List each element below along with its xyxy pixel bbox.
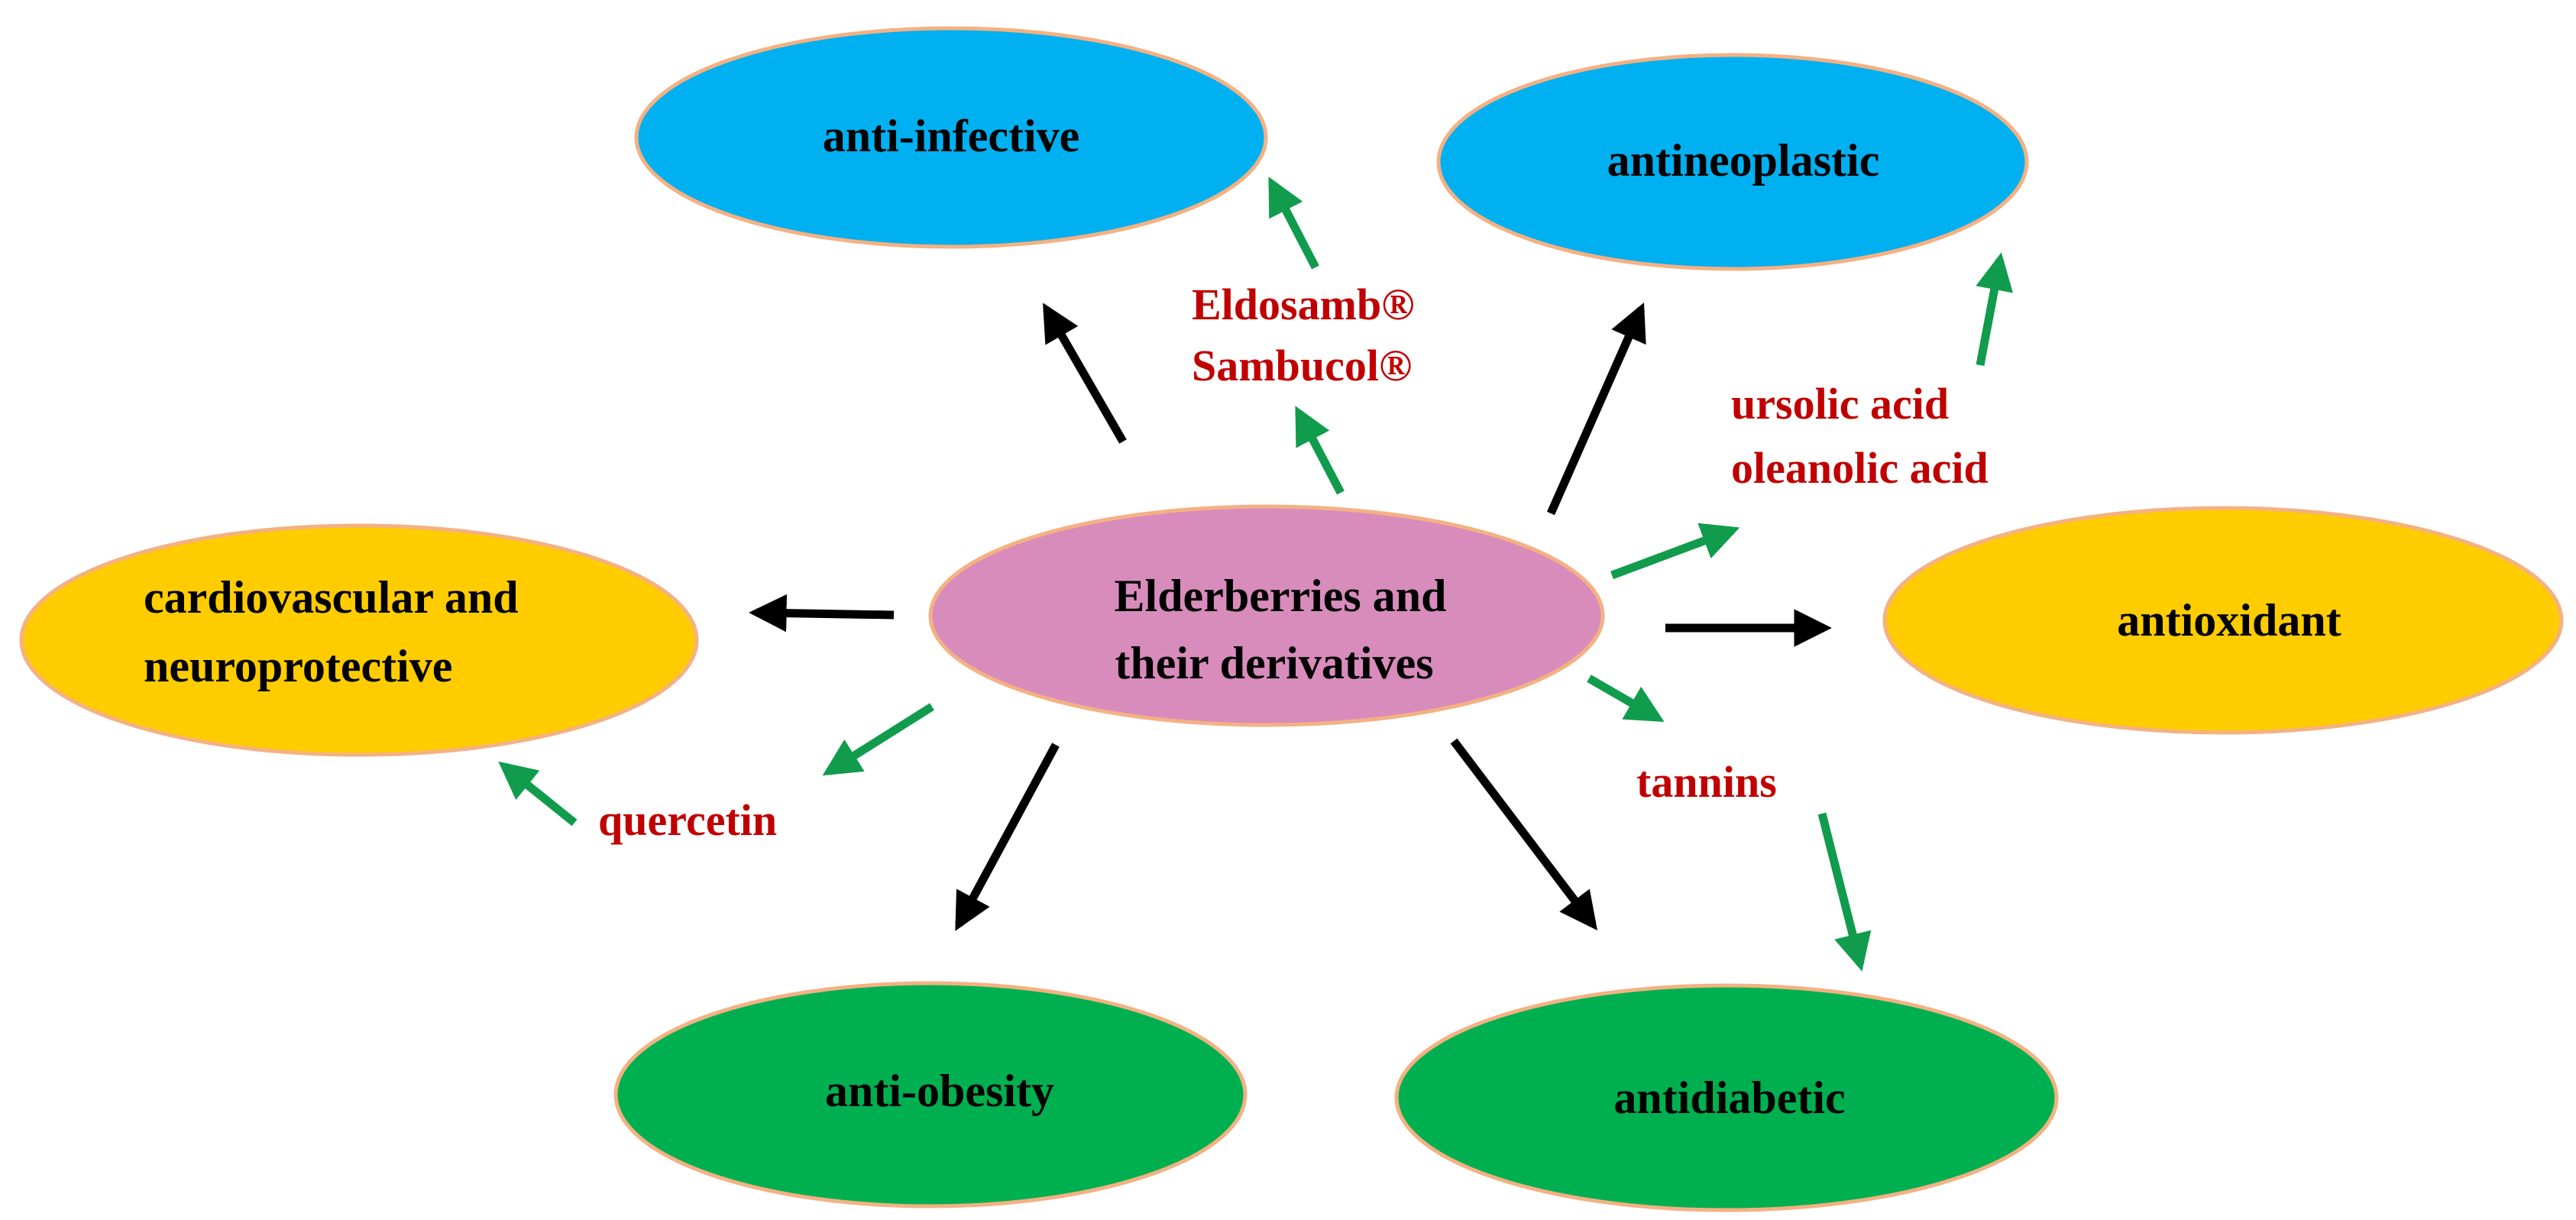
arrow-to-antineoplastic — [1546, 302, 1646, 516]
green-arrow-eldosamb-to-anti-infective — [1268, 176, 1319, 270]
center-node — [928, 504, 1605, 727]
antidiabetic-label: antidiabetic — [1613, 1073, 1845, 1123]
antioxidant-node — [1882, 506, 2564, 735]
antidiabetic-node — [1394, 983, 2059, 1212]
anti-obesity-node — [613, 981, 1248, 1209]
green-arrow-center-to-sambucol — [1295, 406, 1345, 495]
eldosamb-label: Eldosamb® — [1192, 280, 1415, 329]
arrow-to-cardiovascular — [749, 594, 895, 633]
green-arrow-center-to-ursolic — [1610, 523, 1740, 580]
green-arrow-ursolic-to-antineoplastic — [1976, 252, 2013, 367]
green-arrow-tannins-to-antidiabetic — [1817, 812, 1872, 972]
cardiovascular-label-line2: neuroprotective — [144, 641, 452, 691]
tannins-label: tannins — [1636, 757, 1777, 807]
arrow-to-anti-infective — [1043, 303, 1127, 444]
green-arrow-center-to-quercetin — [822, 703, 934, 776]
arrow-to-anti-obesity — [955, 743, 1060, 931]
arrow-to-antidiabetic — [1450, 738, 1597, 930]
center-label-line1: Elderberries and — [1115, 571, 1447, 621]
antineoplastic-node — [1436, 53, 2029, 271]
green-arrow-quercetin-to-cardiovascular — [498, 761, 578, 827]
oleanolic-acid-label: oleanolic acid — [1731, 443, 1989, 493]
antineoplastic-label: antineoplastic — [1607, 135, 1880, 186]
anti-infective-node — [634, 26, 1268, 249]
ursolic-acid-label: ursolic acid — [1731, 379, 1949, 429]
sambucol-label: Sambucol® — [1192, 341, 1412, 390]
anti-infective-label: anti-infective — [823, 111, 1080, 161]
anti-obesity-label: anti-obesity — [825, 1066, 1054, 1116]
quercetin-label: quercetin — [598, 795, 777, 845]
center-label-line2: their derivatives — [1115, 638, 1433, 688]
antioxidant-label: antioxidant — [2117, 595, 2341, 646]
cardiovascular-node — [19, 523, 699, 757]
green-arrow-center-to-tannins — [1587, 675, 1665, 722]
cardiovascular-label-line1: cardiovascular and — [144, 572, 519, 623]
